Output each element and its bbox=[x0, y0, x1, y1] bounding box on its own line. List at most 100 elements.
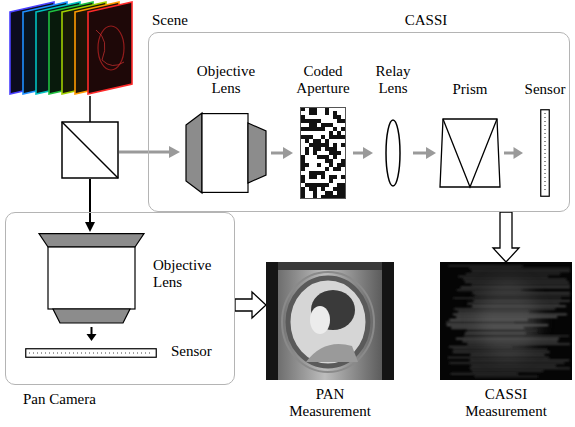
aperture-cell bbox=[309, 135, 313, 139]
arrow-head bbox=[363, 147, 373, 159]
beam-arrow bbox=[89, 179, 91, 223]
aperture-cell bbox=[337, 187, 341, 191]
aperture-cell bbox=[301, 115, 305, 119]
aperture-cell bbox=[341, 191, 345, 195]
aperture-cell bbox=[301, 187, 305, 191]
aperture-cell bbox=[309, 175, 313, 179]
streak bbox=[458, 311, 529, 313]
streak bbox=[457, 289, 522, 291]
aperture-cell bbox=[301, 179, 305, 183]
streak bbox=[446, 322, 514, 324]
aperture-cell bbox=[321, 135, 325, 139]
streak bbox=[470, 354, 544, 356]
spectral-slice bbox=[88, 2, 132, 94]
connector-line bbox=[91, 327, 93, 335]
streak bbox=[465, 333, 526, 335]
streak bbox=[463, 279, 566, 281]
photo-ground bbox=[266, 262, 394, 380]
streak bbox=[461, 287, 570, 289]
aperture-cell bbox=[313, 123, 317, 127]
streak bbox=[464, 335, 569, 337]
arrow-connector bbox=[87, 327, 97, 341]
aperture-cell bbox=[309, 127, 313, 131]
aperture-cell bbox=[313, 175, 317, 179]
component-node: Sensor bbox=[25, 341, 225, 365]
component-label: Objective Lens bbox=[191, 63, 261, 97]
aperture-cell bbox=[309, 119, 313, 123]
aperture-cell bbox=[317, 143, 321, 147]
aperture-cell bbox=[341, 135, 345, 139]
aperture-cell bbox=[333, 147, 337, 151]
aperture-cell bbox=[301, 163, 305, 167]
component-label: Sensor bbox=[523, 81, 567, 98]
aperture-cell bbox=[301, 191, 305, 195]
aperture-cell bbox=[309, 171, 313, 175]
connector-line bbox=[353, 152, 364, 155]
arrow-head bbox=[85, 222, 95, 232]
portrait-face bbox=[310, 306, 330, 334]
aperture-cell bbox=[321, 127, 325, 131]
component-label: Sensor bbox=[171, 343, 223, 360]
aperture-ground bbox=[300, 107, 346, 199]
component-symbol bbox=[385, 119, 401, 187]
component-label: CASSI Measurement bbox=[451, 386, 561, 420]
aperture-cell bbox=[317, 147, 321, 151]
connector-line bbox=[271, 152, 284, 155]
connector-line bbox=[413, 152, 427, 155]
frame-ring bbox=[282, 272, 374, 372]
component-label: Relay Lens bbox=[373, 63, 413, 97]
aperture-cell bbox=[313, 187, 317, 191]
arrow-connector bbox=[504, 147, 523, 159]
aperture-cell bbox=[337, 167, 341, 171]
streak bbox=[472, 370, 543, 372]
aperture-cell bbox=[313, 183, 317, 187]
arrow-head bbox=[283, 147, 293, 159]
component-symbol bbox=[440, 262, 572, 380]
aperture-cell bbox=[337, 151, 341, 155]
component-node: Objective Lens bbox=[39, 233, 233, 327]
aperture-cell bbox=[325, 167, 329, 171]
streak bbox=[453, 351, 550, 353]
aperture-cell bbox=[309, 187, 313, 191]
component-node: Sensor bbox=[523, 63, 567, 201]
aperture-cell bbox=[301, 135, 305, 139]
component-symbol bbox=[39, 233, 144, 327]
aperture-cell bbox=[329, 175, 333, 179]
streak bbox=[475, 376, 538, 378]
aperture-cell bbox=[341, 163, 345, 167]
streak bbox=[472, 270, 570, 272]
aperture-cell bbox=[305, 135, 309, 139]
arrow-head bbox=[514, 147, 524, 159]
aperture-border bbox=[301, 108, 346, 199]
aperture-cell bbox=[337, 115, 341, 119]
aperture-cell bbox=[317, 163, 321, 167]
aperture-cell bbox=[305, 183, 309, 187]
aperture-cell bbox=[329, 159, 333, 163]
lens-cap bbox=[39, 234, 144, 247]
streak bbox=[449, 319, 527, 321]
aperture-cell bbox=[305, 151, 309, 155]
sensor-bar bbox=[26, 349, 157, 358]
component-node: Objective Lens bbox=[181, 63, 271, 201]
aperture-cell bbox=[317, 127, 321, 131]
streak bbox=[472, 292, 570, 294]
splitter-cube bbox=[62, 122, 118, 178]
slice-texture bbox=[96, 30, 124, 66]
sensor-bar bbox=[541, 110, 550, 197]
aperture-cell bbox=[333, 155, 337, 159]
box-heading: Pan Camera bbox=[23, 391, 133, 408]
streak bbox=[451, 327, 524, 329]
aperture-cell bbox=[309, 183, 313, 187]
component-label: Prism bbox=[436, 81, 504, 98]
aperture-cell bbox=[317, 171, 321, 175]
component-symbol bbox=[25, 348, 157, 358]
system-box: Pan CameraObjective LensSensor bbox=[5, 212, 235, 385]
component-label: Coded Aperture bbox=[293, 63, 353, 97]
lens-cap bbox=[186, 113, 202, 193]
component-symbol bbox=[186, 113, 266, 193]
aperture-cell bbox=[325, 155, 329, 159]
aperture-cell bbox=[317, 155, 321, 159]
aperture-cell bbox=[329, 123, 333, 127]
aperture-cell bbox=[337, 191, 341, 195]
box-heading: CASSI bbox=[386, 12, 466, 29]
